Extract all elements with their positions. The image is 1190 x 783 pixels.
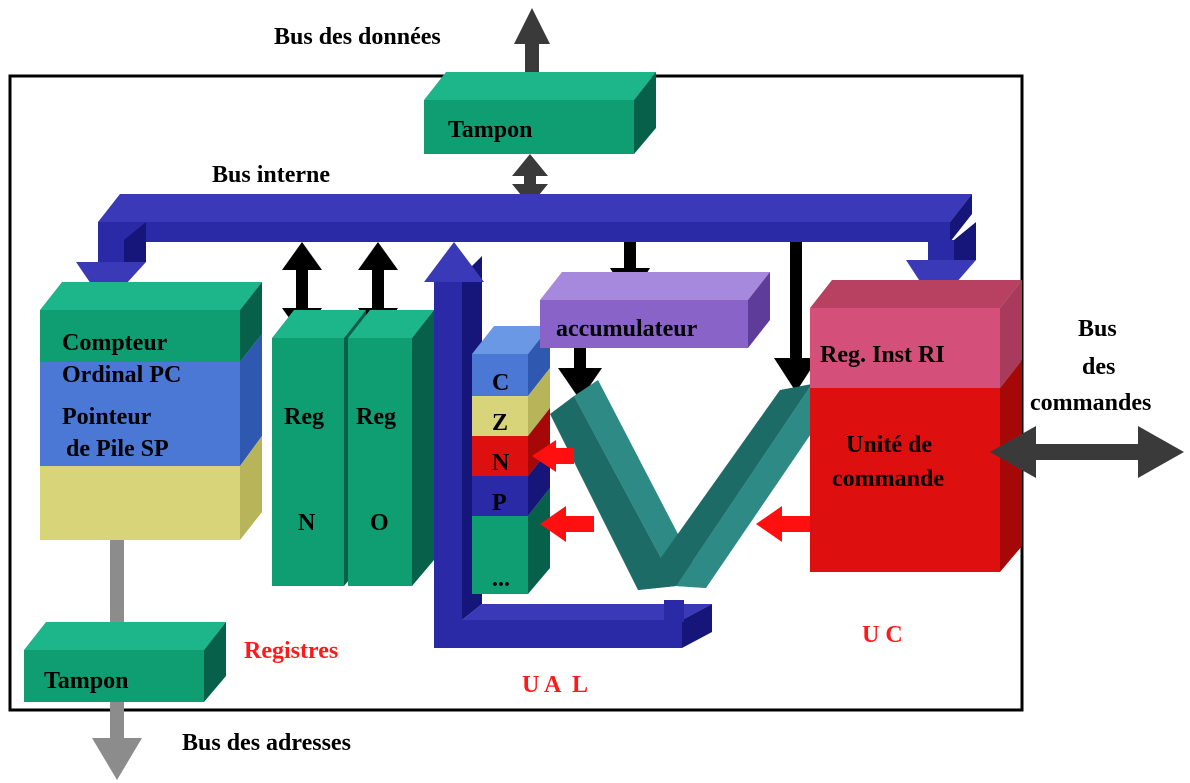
flag-n-label: N (492, 450, 510, 476)
control-unit-label-line1: Unité de (846, 432, 932, 458)
cu-group-label: U C (862, 622, 903, 648)
accumulator-label: accumulateur (556, 316, 698, 342)
alu-group-label: U A L (522, 672, 588, 698)
data-buffer-label: Tampon (448, 117, 533, 143)
sp-label-line2: de Pile SP (66, 436, 169, 462)
instruction-register-label: Reg. Inst RI (820, 342, 945, 368)
control-to-alu-arrow (756, 506, 810, 542)
flags-register (472, 326, 550, 594)
alu-to-flags-arrow-lower (540, 506, 594, 542)
reg-o-title: Reg (356, 404, 396, 430)
control-unit-label-line2: commande (832, 466, 944, 492)
reg-o-block (348, 310, 434, 586)
pc-label-line2: Ordinal PC (62, 362, 181, 388)
data-buffer-block (424, 72, 656, 154)
internal-bus-label: Bus interne (212, 162, 330, 188)
command-bus-arrow (990, 426, 1184, 478)
pc-label-line1: Compteur (62, 330, 168, 356)
data-bus-arrow (514, 8, 550, 74)
alu-v-block (550, 380, 834, 590)
data-bus-label: Bus des données (274, 24, 441, 50)
flag-z-label: Z (492, 410, 508, 436)
flag-p-label: P (492, 490, 507, 516)
bus-to-alu-arrow (774, 242, 818, 392)
control-unit-block (810, 280, 1022, 572)
reg-n-title: Reg (284, 404, 324, 430)
alu-to-flags-arrow-upper (532, 440, 574, 472)
address-path-arrow (92, 540, 142, 780)
internal-bus (98, 194, 972, 242)
accumulator-to-alu-arrow (558, 348, 602, 400)
flag-more-label: ... (492, 566, 510, 592)
address-bus-label: Bus des adresses (182, 730, 351, 756)
command-bus-label-line1: Bus (1078, 316, 1117, 342)
register-stack-block (40, 282, 262, 540)
command-bus-label-line2: des (1082, 354, 1115, 380)
flag-c-label: C (492, 370, 509, 396)
alu-output-loop (424, 242, 712, 648)
address-buffer-label: Tampon (44, 668, 129, 694)
reg-o-name: O (370, 510, 389, 536)
command-bus-label-line3: commandes (1030, 390, 1151, 416)
sp-label-line1: Pointeur (62, 404, 152, 430)
address-buffer-block (24, 622, 226, 702)
accumulator-block (540, 272, 770, 348)
reg-n-name: N (298, 510, 316, 536)
registers-group-label: Registres (244, 638, 338, 664)
